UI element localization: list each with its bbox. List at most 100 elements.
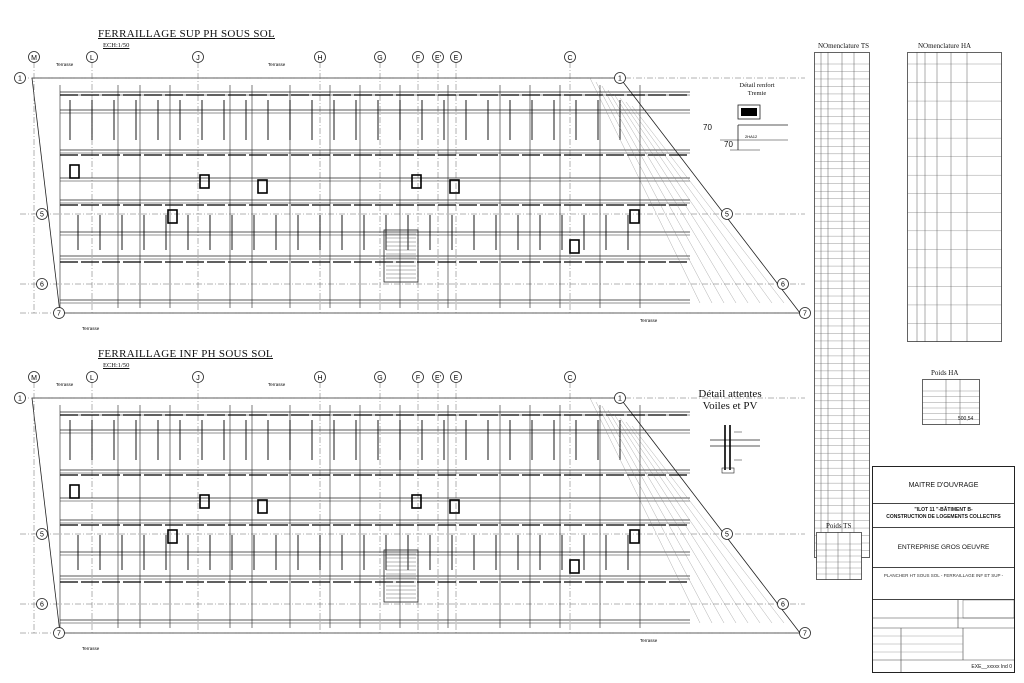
axis-label: E': [435, 55, 441, 62]
axis-bubble: [564, 51, 576, 63]
terrace-label: Terrasse: [640, 318, 658, 323]
column: [629, 209, 640, 224]
column: [199, 174, 210, 189]
column: [257, 499, 268, 514]
axis-bubble: [799, 627, 811, 639]
axis-bubble: [86, 371, 98, 383]
plan-bottom-title: FERRAILLAGE INF PH SOUS SOL: [98, 348, 273, 360]
axis-bubble: [777, 278, 789, 290]
dim-b: 70: [724, 140, 733, 149]
stair: [383, 549, 419, 603]
hatch-line: [589, 397, 701, 624]
axis-label: J: [196, 55, 200, 62]
axis-label: G: [377, 55, 382, 62]
stair: [383, 229, 419, 283]
detail-voiles-drawing: [710, 425, 760, 474]
plan-bottom-scale: ECH:1/50: [103, 362, 130, 369]
terrace-label: Terrasse: [268, 382, 286, 387]
terrace-label: Terrasse: [640, 638, 658, 643]
axis-label: 1: [18, 396, 22, 403]
axis-label: 1: [618, 396, 622, 403]
axis-label: F: [416, 55, 420, 62]
terrace-label: Terrasse: [82, 326, 100, 331]
hatch-line: [595, 81, 713, 304]
axis-bubble: [36, 208, 48, 220]
hatch-line: [619, 417, 761, 624]
axis-label: 6: [781, 602, 785, 609]
axis-label: 7: [57, 311, 61, 318]
axis-label: 5: [725, 532, 729, 539]
axis-label: M: [31, 375, 37, 382]
axis-bubble: [374, 51, 386, 63]
axis-label: 5: [725, 212, 729, 219]
axis-bubble: [28, 51, 40, 63]
hatch-line: [595, 401, 713, 624]
detail-tremie-drawing: 2HA12: [720, 104, 788, 151]
hatch-line: [589, 77, 701, 304]
axis-bubble: [412, 51, 424, 63]
nomenclature-ts-table: [814, 52, 870, 558]
hatch-line: [613, 413, 749, 624]
poids-ha-title: Poids HA: [931, 369, 959, 377]
axis-bubble: [374, 371, 386, 383]
axis-label: 1: [18, 76, 22, 83]
column: [69, 164, 80, 179]
axis-label: 6: [40, 282, 44, 289]
plan-top-title: FERRAILLAGE SUP PH SOUS SOL: [98, 28, 275, 40]
axis-label: E': [435, 375, 441, 382]
axis-bubble: [432, 51, 444, 63]
axis-label: 5: [40, 532, 44, 539]
axis-label: H: [317, 375, 322, 382]
hatch-line: [625, 101, 773, 304]
hatch-line: [631, 105, 785, 304]
hatch-line: [613, 93, 749, 304]
column: [257, 179, 268, 194]
axis-bubble: [721, 208, 733, 220]
entreprise-label: ENTREPRISE GROS OEUVRE: [873, 528, 1014, 568]
axis-label: G: [377, 375, 382, 382]
column: [411, 174, 422, 189]
axis-label: L: [90, 55, 94, 62]
axis-label: J: [196, 375, 200, 382]
hatch-line: [619, 97, 761, 304]
plan-top-scale: ECH:1/50: [103, 42, 130, 49]
hatch-line: [601, 405, 725, 624]
detail-voiles-title-line2: Voiles et PV: [702, 400, 758, 412]
axis-bubble: [450, 371, 462, 383]
column: [167, 209, 178, 224]
hatch-line: [607, 89, 737, 304]
nomenclature-ha-table: [907, 52, 1002, 342]
axis-bubble: [614, 392, 626, 404]
column: [449, 499, 460, 514]
axis-bubble: [86, 51, 98, 63]
axis-bubble: [777, 598, 789, 610]
column: [167, 529, 178, 544]
axis-bubble: [53, 307, 65, 319]
detail-tremie-title-line1: Détail renfort: [739, 82, 775, 89]
poids-ts-table: [816, 532, 862, 580]
axis-bubble: [614, 72, 626, 84]
terrace-label: Terrasse: [56, 62, 74, 67]
detail-voiles-title-line1: Détail attentes: [698, 388, 762, 400]
owner-label: MAITRE D'OUVRAGE: [873, 467, 1014, 504]
column: [199, 494, 210, 509]
hatch-line: [607, 409, 737, 624]
hatch-line: [601, 85, 725, 304]
axis-label: E: [454, 55, 459, 62]
axis-bubble: [412, 371, 424, 383]
axis-bubble: [432, 371, 444, 383]
axis-label: M: [31, 55, 37, 62]
terrace-label: Terrasse: [82, 646, 100, 651]
nomenclature-ts-title: NOmenclature TS: [818, 42, 869, 50]
axis-label: C: [567, 375, 572, 382]
axis-bubble: [314, 371, 326, 383]
plan-description: PLANCHER HT SOUS SOL - FERRAILLAGE INF E…: [873, 568, 1014, 600]
axis-bubble: [450, 51, 462, 63]
axis-label: 7: [803, 311, 807, 318]
detail-voiles-title: Détail attentes Voiles et PV: [690, 388, 770, 412]
project-name: "ILOT 11 "-BÂTIMENT B- CONSTRUCTION DE L…: [873, 504, 1014, 528]
svg-text:2HA12: 2HA12: [745, 134, 758, 139]
axis-bubble: [36, 598, 48, 610]
project-line2: CONSTRUCTION DE LOGEMENTS COLLECTIFS: [886, 514, 1001, 520]
